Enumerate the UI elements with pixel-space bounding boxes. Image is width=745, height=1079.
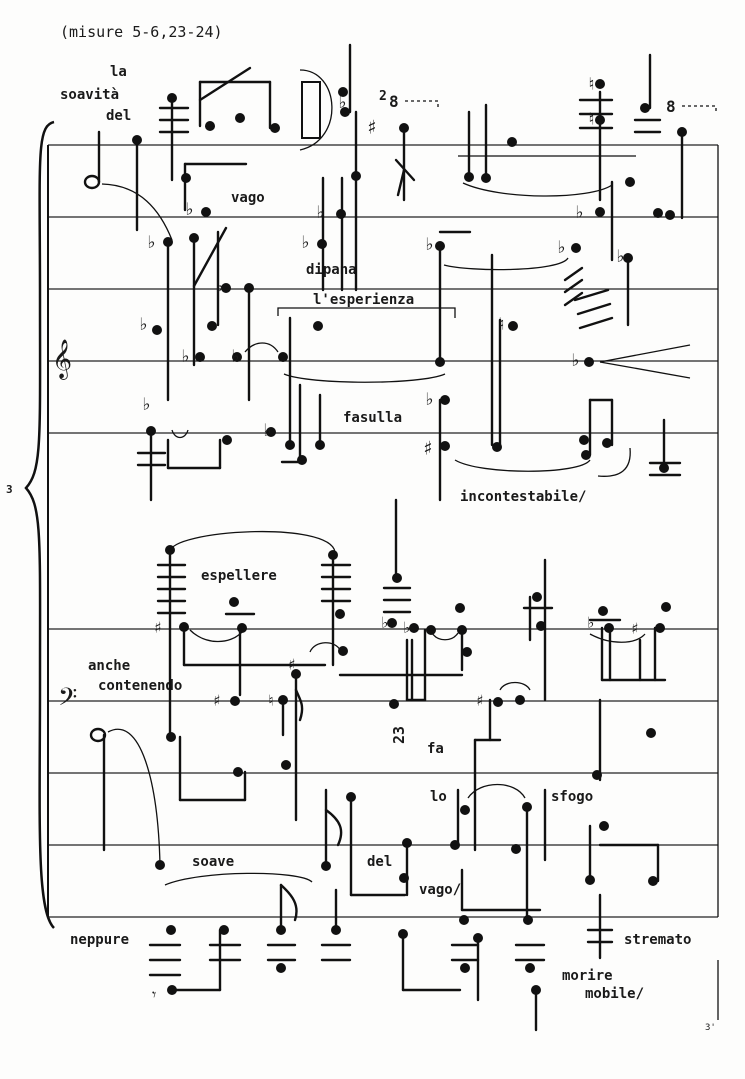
svg-text:♭: ♭: [615, 246, 626, 267]
svg-text:♭: ♭: [315, 202, 326, 223]
svg-text:♯: ♯: [630, 619, 640, 638]
page-mark: 3': [705, 1023, 716, 1033]
svg-text:♭: ♭: [300, 232, 311, 253]
sharp-icon: ♯: [366, 115, 378, 139]
svg-text:♭: ♭: [380, 613, 390, 632]
svg-text:♭: ♭: [574, 202, 585, 223]
svg-text:♭: ♭: [556, 237, 567, 258]
svg-text:♮: ♮: [586, 74, 597, 95]
octave-prefix-mark: 2: [379, 89, 387, 104]
svg-text:♭: ♭: [337, 92, 348, 113]
octave-line-2: [682, 105, 717, 113]
lyric-dipana: dipana: [306, 262, 357, 278]
lyric-vago: vago: [231, 190, 265, 206]
lyric-vago-lower: vago/: [419, 882, 461, 898]
lyric-lo: lo: [430, 789, 447, 805]
svg-text:♭: ♭: [184, 199, 195, 220]
tempo-digits: 23: [390, 726, 408, 744]
lyric-contenendo: contenendo: [98, 678, 182, 694]
svg-text:♮: ♮: [496, 314, 507, 335]
lyric-fa: fa: [427, 741, 444, 757]
lyric-sfogo: sfogo: [551, 789, 593, 805]
svg-text:♭: ♭: [141, 394, 152, 415]
svg-text:♭: ♭: [262, 420, 273, 441]
upper-notation: ♯: [83, 43, 691, 502]
system-brace: [24, 120, 55, 929]
svg-text:𝄾: 𝄾: [152, 985, 156, 1004]
lyric-del: del: [106, 108, 131, 124]
measure-header: (misure 5-6,23-24): [60, 23, 223, 41]
lyric-stremato: stremato: [624, 932, 691, 948]
lyric-fasulla: fasulla: [343, 410, 402, 426]
svg-text:♯: ♯: [153, 618, 163, 637]
svg-text:♭: ♭: [180, 346, 191, 367]
svg-text:♭: ♭: [570, 350, 581, 371]
svg-text:♭: ♭: [146, 232, 157, 253]
octave-mark-right: 8: [666, 97, 676, 116]
svg-text:♮: ♮: [586, 109, 597, 130]
svg-text:♭: ♭: [424, 234, 435, 255]
lyric-espellere: espellere: [201, 568, 277, 584]
svg-text:♭: ♭: [138, 314, 149, 335]
lyric-mobile: mobile/: [585, 986, 644, 1002]
lyric-esperienza: l'esperienza: [313, 292, 414, 308]
system-number: 3: [6, 483, 13, 496]
svg-text:♯: ♯: [287, 655, 297, 674]
octave-mark-upper: 8: [389, 92, 399, 111]
svg-text:♭: ♭: [424, 389, 435, 410]
lyric-la: la: [110, 64, 127, 80]
bass-clef-icon: 𝄢: [58, 683, 77, 718]
lyric-anche: anche: [88, 658, 130, 674]
lower-staff: [48, 628, 718, 918]
lyric-morire: morire: [562, 968, 613, 984]
svg-text:♯: ♯: [422, 436, 434, 460]
lyric-soavita: soavità: [60, 87, 119, 103]
svg-text:♯: ♯: [212, 691, 222, 710]
lyric-neppure: neppure: [70, 932, 129, 948]
lyric-incontestabile: incontestabile/: [460, 489, 586, 505]
treble-clef-icon: 𝄞: [52, 339, 72, 380]
svg-text:♮: ♮: [266, 691, 276, 710]
lower-notation: ♯ ♯ ♮ ♯ ♭ ♭ ♯ ♭ ♯ 𝄾: [89, 498, 719, 1032]
svg-text:♭: ♭: [214, 276, 225, 297]
lyric-soave: soave: [192, 854, 234, 870]
svg-text:♭: ♭: [230, 346, 241, 367]
upper-staff: [48, 144, 718, 434]
svg-text:♭: ♭: [402, 618, 412, 637]
svg-text:♭: ♭: [586, 613, 596, 632]
svg-text:♯: ♯: [475, 691, 485, 710]
octave-line-1: [405, 100, 439, 108]
lyric-del-lower: del: [367, 854, 392, 870]
